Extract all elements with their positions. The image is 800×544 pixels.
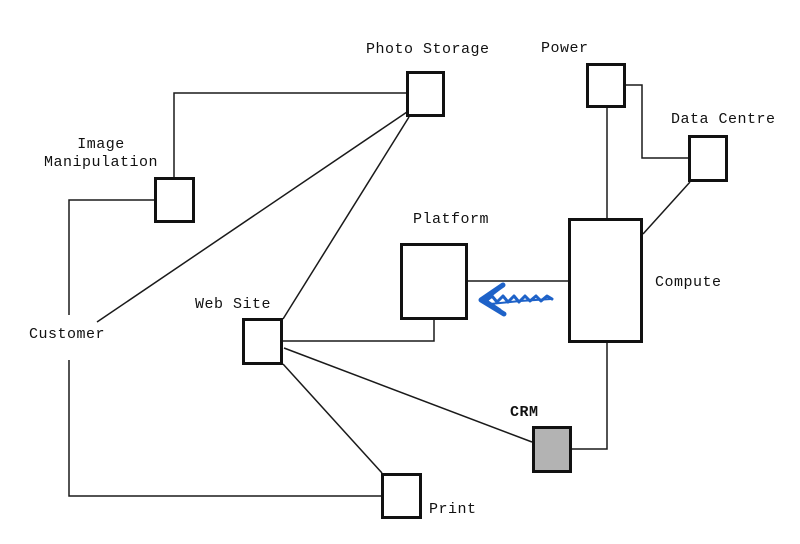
label-customer: Customer xyxy=(29,326,106,343)
label-print: Print xyxy=(429,501,477,518)
label-web-site: Web Site xyxy=(195,296,272,313)
edge-web-site--platform xyxy=(283,320,435,342)
node-photo-storage xyxy=(406,71,445,117)
edge-web-site--crm xyxy=(283,347,533,443)
node-image-manipulation xyxy=(154,177,195,223)
label-photo-storage: Photo Storage xyxy=(366,41,490,58)
label-data-centre: Data Centre xyxy=(671,111,776,128)
edge-compute--crm xyxy=(572,343,608,450)
node-platform xyxy=(400,243,468,320)
edge-customer--photo-storage xyxy=(96,111,408,323)
edge-web-site--print xyxy=(282,363,383,474)
edge-image-manipulation--photo-storage xyxy=(173,92,406,177)
edge-data-centre--compute xyxy=(642,181,691,235)
edge-photo-storage--web-site xyxy=(282,116,410,320)
node-compute xyxy=(568,218,643,343)
edge-power--data-centre xyxy=(626,84,688,159)
node-crm xyxy=(532,426,572,473)
node-print xyxy=(381,473,422,519)
node-power xyxy=(586,63,626,108)
edge-image-manipulation--customer xyxy=(68,199,154,315)
node-web-site xyxy=(242,318,283,365)
edge-customer--print xyxy=(68,360,381,497)
label-crm: CRM xyxy=(510,404,539,421)
label-power: Power xyxy=(541,40,589,57)
label-platform: Platform xyxy=(413,211,490,228)
node-data-centre xyxy=(688,135,728,182)
label-compute: Compute xyxy=(655,274,722,291)
blue-scribble-arrow-stroke-3 xyxy=(489,298,552,305)
